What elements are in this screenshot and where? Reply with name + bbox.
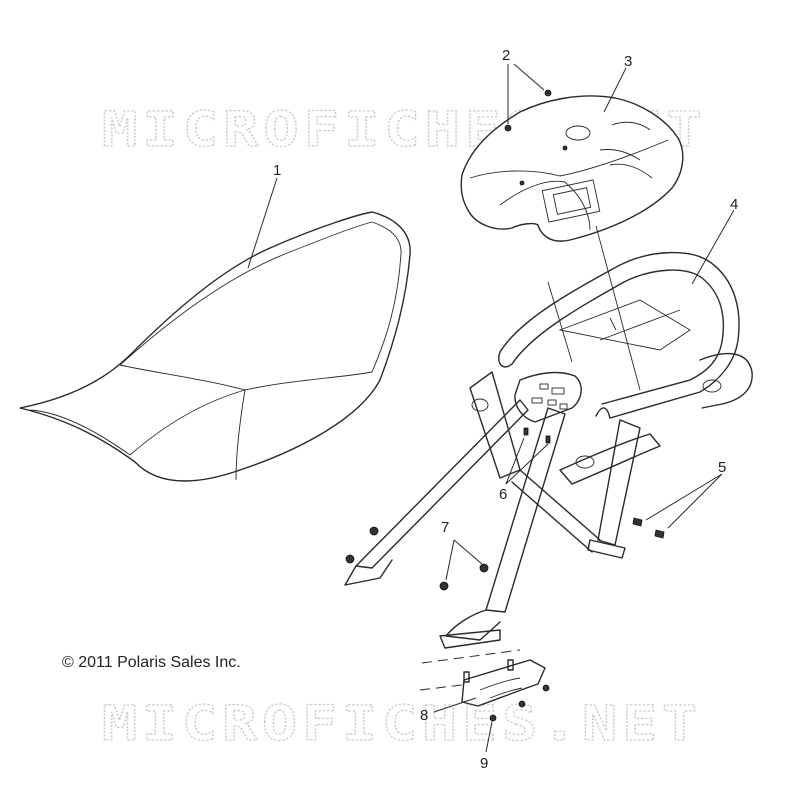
washer-9 bbox=[489, 714, 497, 722]
nut-7b bbox=[345, 554, 355, 564]
copyright-text: © 2011 Polaris Sales Inc. bbox=[62, 654, 241, 671]
leader-lines bbox=[247, 63, 735, 753]
watermark-bottom: MICROFICHES.NET bbox=[102, 696, 702, 752]
bolt-5a bbox=[632, 517, 643, 527]
bolt-5b bbox=[654, 529, 665, 539]
bolt-6a bbox=[523, 427, 529, 436]
callout-3: 3 bbox=[624, 53, 632, 70]
nut-2b bbox=[504, 124, 512, 132]
storage-box-part bbox=[460, 95, 684, 242]
nut-7c bbox=[479, 563, 489, 573]
hardware-group bbox=[345, 89, 665, 722]
bolt-6b bbox=[545, 435, 551, 444]
nut-8b bbox=[542, 684, 550, 692]
nut-2a bbox=[544, 89, 552, 97]
callout-7: 7 bbox=[441, 519, 449, 536]
callout-6: 6 bbox=[499, 486, 507, 503]
bracket-part bbox=[419, 649, 546, 707]
seat-part bbox=[19, 211, 411, 482]
nut-8 bbox=[518, 700, 526, 708]
callout-4: 4 bbox=[730, 196, 738, 213]
callout-5: 5 bbox=[718, 459, 726, 476]
rack-frame-part bbox=[344, 225, 753, 649]
nut-7d bbox=[439, 581, 449, 591]
callout-1: 1 bbox=[273, 162, 281, 179]
callout-8: 8 bbox=[420, 707, 428, 724]
callout-9: 9 bbox=[480, 755, 488, 772]
nut-7a bbox=[369, 526, 379, 536]
callout-2: 2 bbox=[502, 47, 510, 64]
